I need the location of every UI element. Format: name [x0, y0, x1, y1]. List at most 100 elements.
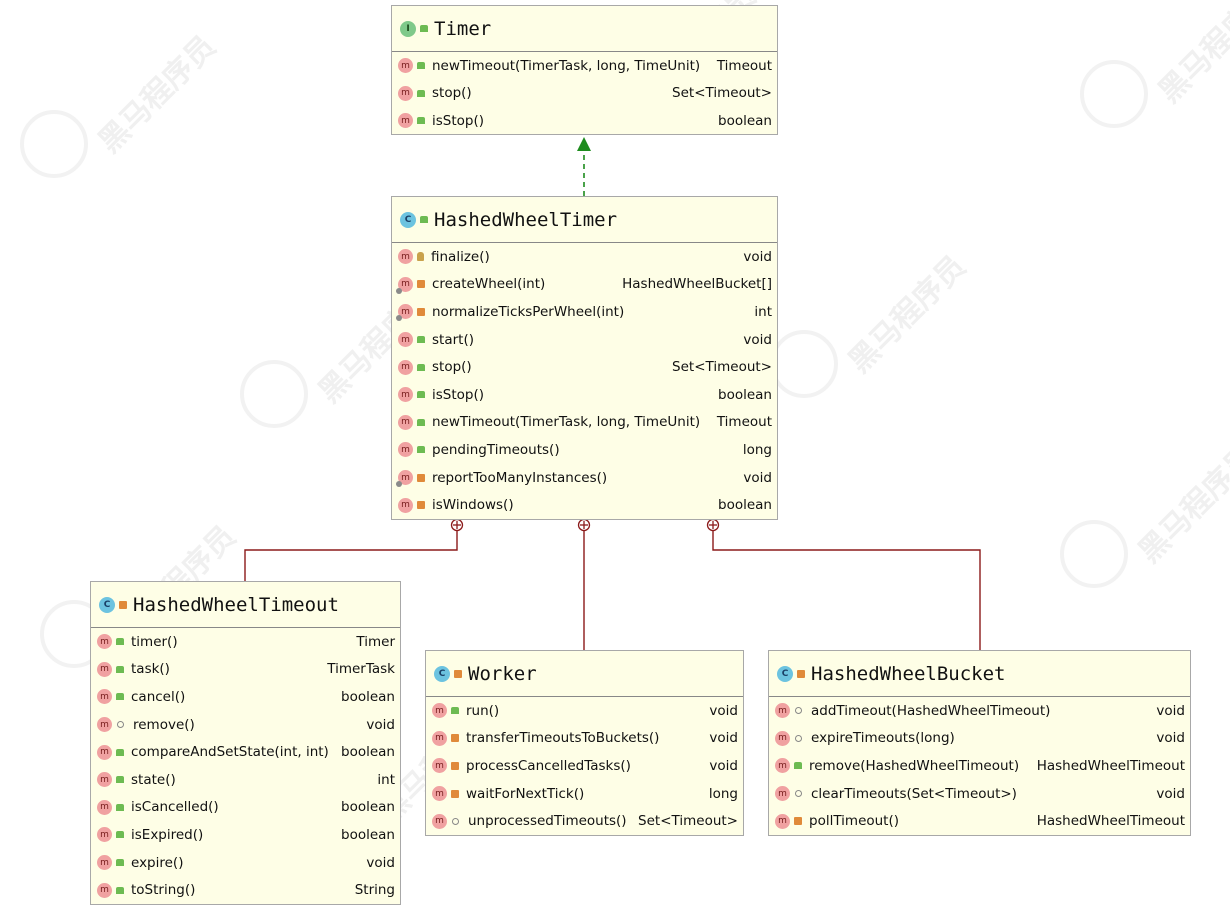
method-icon: m — [398, 387, 413, 403]
return-type: boolean — [718, 112, 772, 129]
public-visibility-icon — [116, 665, 124, 673]
method-signature: clearTimeouts(Set<Timeout>) — [811, 785, 1017, 802]
public-visibility-icon — [116, 638, 124, 646]
method-icon: m — [432, 813, 447, 829]
method-row[interactable]: m run() void — [426, 697, 743, 725]
method-signature: isStop() — [432, 386, 485, 403]
method-signature: compareAndSetState(int, int) — [131, 744, 329, 761]
return-type: Set<Timeout> — [672, 85, 772, 102]
return-type: void — [709, 702, 738, 719]
inner-class-marker-bucket — [706, 518, 720, 532]
return-type: boolean — [341, 744, 395, 761]
method-icon: m — [396, 304, 413, 322]
method-signature: run() — [466, 702, 500, 719]
package-visibility-icon — [452, 817, 459, 825]
return-type: HashedWheelTimeout — [1036, 813, 1185, 830]
return-type: boolean — [718, 386, 772, 403]
method-signature: waitForNextTick() — [466, 785, 585, 802]
return-type: void — [1156, 702, 1185, 719]
method-icon: m — [775, 703, 790, 719]
inner-class-marker-timeout — [450, 518, 464, 532]
method-signature: processCancelledTasks() — [466, 757, 631, 774]
class-name: HashedWheelBucket — [811, 662, 1006, 685]
package-visibility-icon — [795, 734, 802, 742]
method-icon: m — [775, 758, 790, 774]
private-visibility-icon — [454, 669, 462, 678]
return-type: boolean — [341, 826, 395, 843]
method-icon: m — [775, 786, 790, 802]
method-signature: addTimeout(HashedWheelTimeout) — [811, 702, 1051, 719]
method-signature: transferTimeoutsToBuckets() — [466, 730, 660, 747]
class-name: Worker — [468, 662, 537, 685]
return-type: boolean — [718, 497, 772, 514]
implements-arrowhead — [577, 137, 591, 151]
method-signature: newTimeout(TimerTask, long, TimeUnit) — [432, 57, 701, 74]
return-type: HashedWheelTimeout — [1036, 757, 1185, 774]
method-icon: m — [97, 717, 112, 733]
public-visibility-icon — [116, 886, 124, 894]
private-visibility-icon — [451, 734, 459, 743]
return-type: void — [1156, 730, 1185, 747]
public-visibility-icon — [420, 216, 428, 223]
return-type: void — [366, 854, 395, 871]
package-visibility-icon — [795, 707, 802, 715]
method-signature: start() — [432, 331, 474, 348]
method-signature: isCancelled() — [131, 799, 219, 816]
method-signature: state() — [131, 771, 176, 788]
method-row[interactable]: m clearTimeouts(Set<Timeout>) void — [769, 780, 1190, 808]
class-name: HashedWheelTimeout — [133, 593, 339, 616]
public-visibility-icon — [116, 803, 124, 811]
method-icon: m — [432, 703, 447, 719]
class-name: HashedWheelTimer — [434, 208, 618, 231]
method-signature: normalizeTicksPerWheel(int) — [432, 303, 625, 320]
public-visibility-icon — [417, 117, 425, 125]
return-type: void — [743, 248, 772, 265]
return-type: Timeout — [716, 57, 772, 74]
return-type: void — [1156, 785, 1185, 802]
method-icon: m — [398, 113, 413, 129]
method-row[interactable]: m isStop() boolean — [392, 381, 777, 409]
method-row[interactable]: m addTimeout(HashedWheelTimeout) void — [769, 697, 1190, 725]
method-icon: m — [97, 772, 112, 788]
method-signature: pendingTimeouts() — [432, 441, 560, 458]
return-type: TimerTask — [327, 661, 395, 678]
